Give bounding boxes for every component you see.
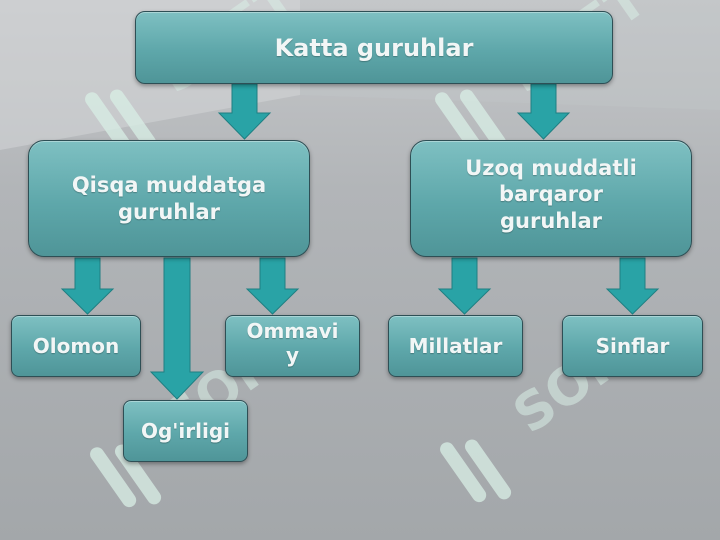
arrow-root-to-short bbox=[217, 83, 272, 140]
node-long-term: Uzoq muddatli barqaror guruhlar bbox=[410, 140, 692, 257]
node-crowd-label: Olomon bbox=[32, 333, 120, 358]
arrow-short-to-crowd bbox=[60, 257, 115, 315]
arrow-short-to-theft bbox=[149, 257, 205, 400]
node-classes: Sinflar bbox=[562, 315, 703, 377]
arrow-root-to-long bbox=[516, 83, 571, 140]
node-nations: Millatlar bbox=[388, 315, 523, 377]
node-root: Katta guruhlar bbox=[135, 11, 613, 84]
node-short-term: Qisqa muddatga guruhlar bbox=[28, 140, 310, 257]
arrow-long-to-nations bbox=[437, 257, 492, 315]
node-theft: Og'irligi bbox=[123, 400, 248, 462]
node-crowd: Olomon bbox=[11, 315, 141, 377]
node-short-term-label: Qisqa muddatga guruhlar bbox=[71, 173, 267, 224]
node-root-label: Katta guruhlar bbox=[274, 33, 474, 62]
arrow-short-to-mass bbox=[245, 257, 300, 315]
node-long-term-label: Uzoq muddatli barqaror guruhlar bbox=[465, 156, 637, 233]
node-mass: Ommaviy bbox=[225, 315, 360, 377]
arrow-long-to-classes bbox=[605, 257, 660, 315]
node-theft-label: Og'irligi bbox=[140, 418, 231, 443]
node-classes-label: Sinflar bbox=[595, 333, 670, 358]
node-mass-label: Ommaviy bbox=[246, 319, 339, 367]
node-nations-label: Millatlar bbox=[408, 333, 503, 358]
